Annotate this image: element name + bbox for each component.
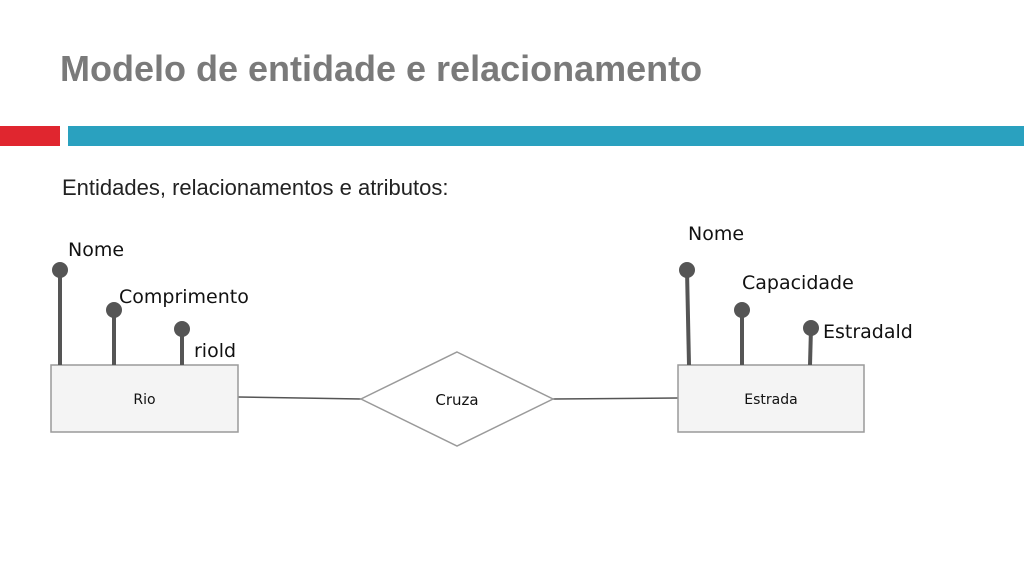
entity-rio — [50, 364, 239, 433]
accent-bar-red — [0, 126, 60, 146]
attribute-dot-icon — [734, 302, 750, 318]
entity-rio-label: Rio — [133, 392, 155, 408]
attribute-dot-icon — [52, 262, 68, 278]
attribute-dot-icon — [679, 262, 695, 278]
attribute-dot-icon — [174, 321, 190, 337]
attribute-label: Comprimento — [119, 286, 249, 308]
attribute-estrada-capacidade: Capacidade — [734, 272, 854, 365]
attribute-estrada-estradald: Estradald — [803, 320, 913, 366]
slide-title: Modelo de entidade e relacionamento — [60, 48, 703, 89]
attribute-rio-comprimento: Comprimento — [106, 286, 249, 365]
attribute-label: Nome — [68, 239, 124, 261]
entity-estrada-label: Estrada — [744, 392, 797, 408]
connector-cruza-estrada — [552, 397, 679, 400]
attribute-label: riold — [194, 340, 236, 362]
attribute-rio-nome: Nome — [52, 239, 124, 365]
entity-estrada — [677, 364, 865, 433]
relationship-cruza-label: Cruza — [435, 391, 478, 409]
slide-subtitle: Entidades, relacionamentos e atributos: — [62, 175, 449, 200]
attribute-estrada-nome: Nome — [679, 223, 744, 366]
accent-bar-blue — [68, 126, 1024, 146]
relationship-cruza — [359, 351, 555, 447]
attribute-dot-icon — [106, 302, 122, 318]
attribute-label: Estradald — [823, 321, 913, 343]
connector-rio-cruza — [237, 396, 362, 400]
attribute-rio-riold: riold — [174, 321, 236, 365]
attribute-dot-icon — [803, 320, 819, 336]
attribute-label: Capacidade — [742, 272, 854, 294]
attribute-label: Nome — [688, 223, 744, 245]
